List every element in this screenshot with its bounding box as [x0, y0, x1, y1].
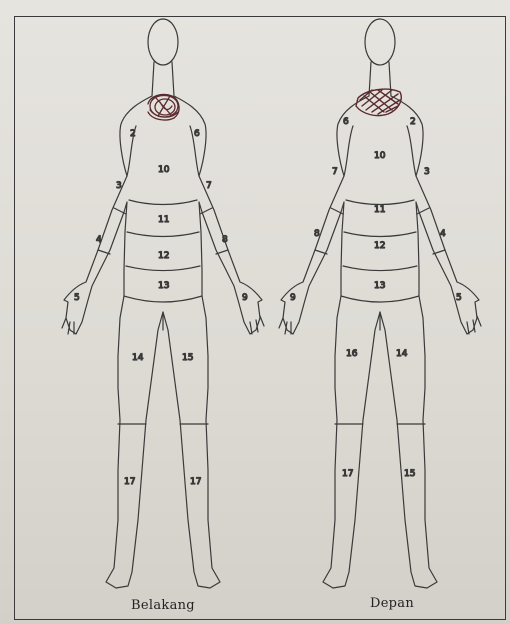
- back-zone-label: 4: [96, 235, 102, 245]
- back-leg-divisions: [118, 312, 208, 424]
- back-zone-label: 3: [116, 181, 122, 191]
- front-zone-label: 2: [410, 117, 416, 127]
- back-body-figure: 2 6 10 3 7 11 4 8 12 13 5 9 14 15 17 17: [62, 19, 264, 588]
- back-zone-label: 12: [158, 251, 169, 261]
- front-zone-label: 8: [314, 229, 320, 239]
- front-view-caption: Depan: [352, 596, 432, 611]
- front-zone-label: 6: [343, 117, 349, 127]
- front-zone-label: 9: [290, 293, 296, 303]
- back-neck-pain-marking: [148, 94, 179, 120]
- back-zone-label: 13: [158, 281, 169, 291]
- back-zone-label: 6: [194, 129, 200, 139]
- back-zone-label: 8: [222, 235, 228, 245]
- back-zone-label: 2: [130, 129, 136, 139]
- back-zone-label: 15: [182, 353, 193, 363]
- front-neck-pain-marking: [356, 89, 401, 115]
- front-zone-label: 5: [456, 293, 462, 303]
- front-zone-label: 7: [332, 167, 338, 177]
- back-zone-label: 11: [158, 215, 169, 225]
- front-head: [365, 19, 395, 65]
- front-zone-label: 17: [342, 469, 353, 479]
- front-zone-label: 12: [374, 241, 385, 251]
- back-zone-label: 7: [206, 181, 212, 191]
- front-zone-label: 16: [346, 349, 358, 359]
- front-zone-label: 15: [404, 469, 415, 479]
- front-zone-label: 14: [396, 349, 408, 359]
- back-zone-label: 14: [132, 353, 144, 363]
- back-head: [148, 19, 178, 65]
- front-leg-divisions: [335, 312, 425, 424]
- front-zone-label: 11: [374, 205, 385, 215]
- back-zone-label: 5: [74, 293, 80, 303]
- front-zone-label: 3: [424, 167, 430, 177]
- front-zone-label: 4: [440, 229, 446, 239]
- back-zone-label: 10: [158, 165, 170, 175]
- back-zone-label: 17: [124, 477, 135, 487]
- back-zone-label: 17: [190, 477, 201, 487]
- back-neck: [152, 62, 174, 96]
- back-zone-label: 9: [242, 293, 248, 303]
- front-body-outline: [281, 96, 479, 588]
- back-view-caption: Belakang: [118, 598, 208, 613]
- front-zone-label: 13: [374, 281, 385, 291]
- front-body-figure: 6 2 10 7 3 11 8 4 12 13 9 5 16 14 17 15: [279, 19, 481, 588]
- front-zone-label: 10: [374, 151, 386, 161]
